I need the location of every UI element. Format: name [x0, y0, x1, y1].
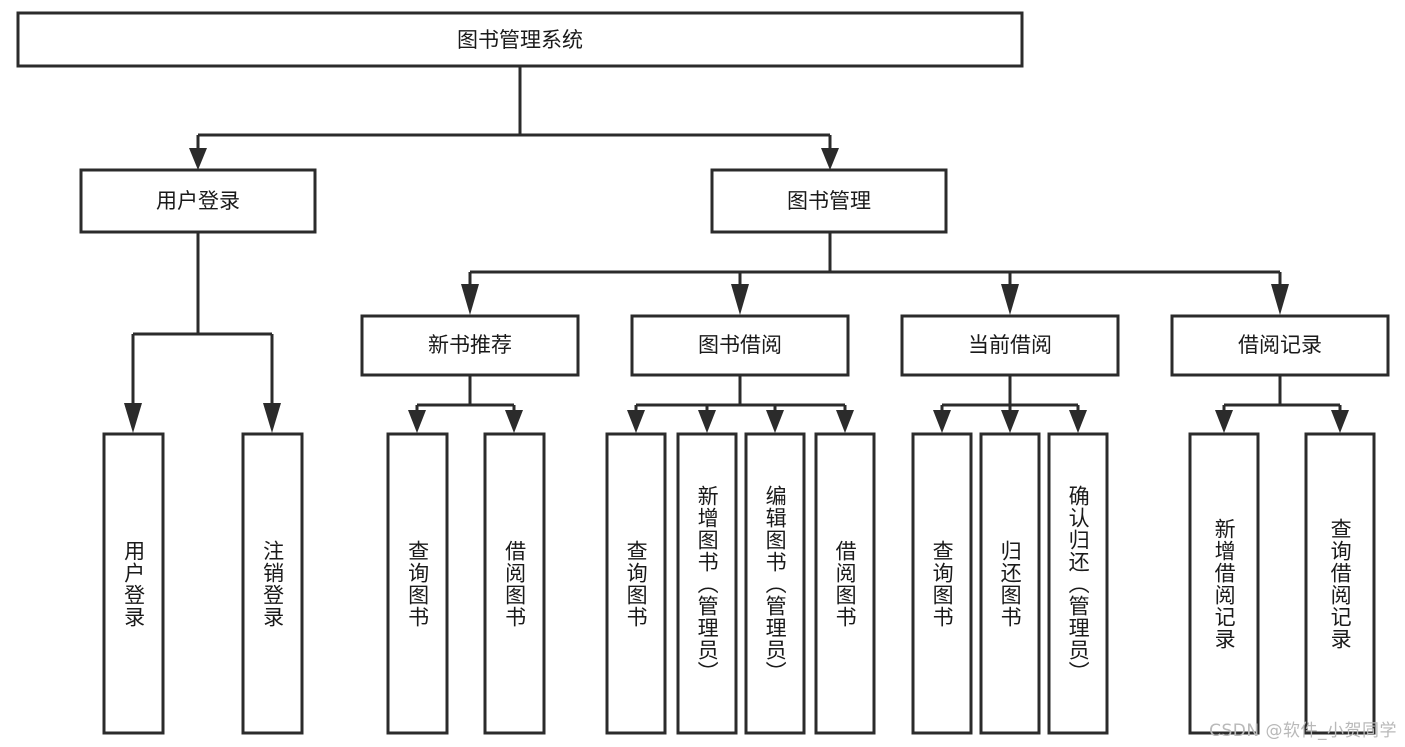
node-borrow-record-label: 借阅记录	[1238, 333, 1322, 357]
leaf-box-borrow-edit-book[interactable]	[744, 432, 806, 735]
arrowhead-leaf-record-query	[1331, 410, 1349, 433]
arrowhead-leaf-current-return	[1001, 410, 1019, 433]
arrowhead-leaf-current-confirm	[1069, 410, 1087, 433]
arrowhead-book-borrow	[731, 284, 749, 315]
node-book-borrow[interactable]	[630, 314, 850, 377]
leaf-box-record-query[interactable]	[1304, 432, 1376, 735]
leaf-box-current-return-book[interactable]	[979, 432, 1041, 735]
node-borrow-record[interactable]	[1170, 314, 1390, 377]
arrowhead-leaf-user-login	[124, 403, 142, 433]
arrowhead-borrow-record	[1271, 284, 1289, 315]
csdn-watermark: CSDN @软件_小贺同学	[1209, 721, 1397, 741]
arrowhead-user-login	[189, 148, 207, 170]
arrowhead-leaf-borrow-add	[698, 410, 716, 433]
node-user-login-label: 用户登录	[156, 189, 240, 213]
leaf-box-record-add[interactable]	[1188, 432, 1260, 735]
arrowhead-book-mgmt	[821, 148, 839, 170]
arrowhead-leaf-recommend-borrow	[505, 410, 523, 433]
node-new-book-recommend-label: 新书推荐	[428, 333, 512, 357]
node-root[interactable]	[16, 11, 1024, 68]
arrowhead-leaf-recommend-query	[408, 410, 426, 433]
arrowhead-new-book-recommend	[461, 284, 479, 315]
node-book-borrow-label: 图书借阅	[698, 333, 782, 357]
leaf-box-borrow-query-book[interactable]	[605, 432, 667, 735]
leaf-box-borrow-lend-book[interactable]	[814, 432, 876, 735]
arrowhead-leaf-record-add	[1215, 410, 1233, 433]
leaf-box-current-confirm-return[interactable]	[1047, 432, 1109, 735]
leaf-box-logout[interactable]	[241, 432, 304, 735]
node-new-book-recommend[interactable]	[360, 314, 580, 377]
node-root-label: 图书管理系统	[457, 28, 583, 52]
arrowhead-leaf-current-query	[933, 410, 951, 433]
arrowhead-leaf-borrow-query	[627, 410, 645, 433]
arrowhead-leaf-borrow-edit	[766, 410, 784, 433]
leaf-box-borrow-add-book[interactable]	[676, 432, 738, 735]
connector-layer	[124, 66, 1349, 433]
leaf-box-current-query-book[interactable]	[911, 432, 973, 735]
arrowhead-current-borrow	[1001, 284, 1019, 315]
leaf-box-recommend-query-book[interactable]	[386, 432, 449, 735]
arrowhead-leaf-logout	[263, 403, 281, 433]
node-user-login[interactable]	[79, 168, 317, 234]
leaf-box-user-login[interactable]	[102, 432, 165, 735]
node-book-management-label: 图书管理	[787, 189, 871, 213]
node-current-borrow[interactable]	[900, 314, 1120, 377]
node-current-borrow-label: 当前借阅	[968, 333, 1052, 357]
leaf-box-recommend-borrow-book[interactable]	[483, 432, 546, 735]
node-layer: 图书管理系统 用户登录 图书管理 新书推荐 图书借阅 当前借阅 借阅记录	[16, 11, 1390, 735]
arrowhead-leaf-borrow-lend	[836, 410, 854, 433]
node-book-management[interactable]	[710, 168, 948, 234]
